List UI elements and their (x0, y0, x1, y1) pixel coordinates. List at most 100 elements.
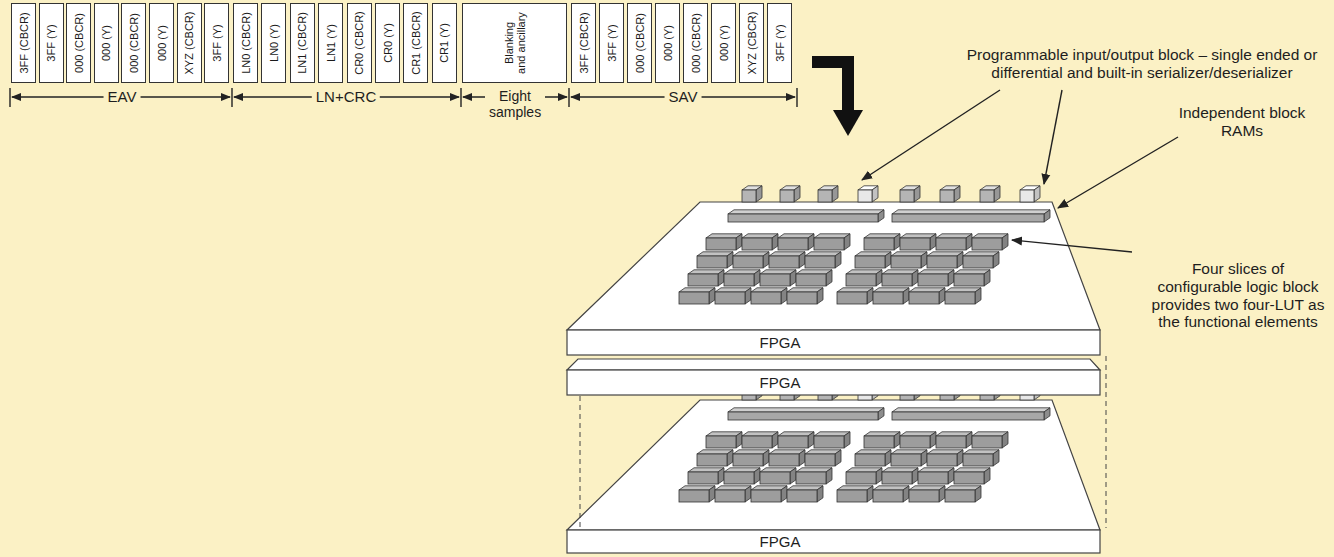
word-value: LN0 (Y) (268, 24, 280, 62)
block-front (814, 436, 844, 448)
block-front (963, 256, 993, 268)
word-cell: 000 (CBCR) (627, 3, 652, 83)
block-side (844, 432, 850, 448)
word-cell: LN1 (Y) (318, 3, 343, 83)
block-side (994, 186, 1000, 202)
block-front (760, 274, 790, 286)
word-value: XYZ (CBCR) (183, 12, 195, 75)
block-front (909, 490, 939, 502)
block-front (963, 454, 993, 466)
word-cell: 000 (Y) (94, 3, 119, 83)
span-brackets (10, 88, 797, 107)
fpga-front-face (567, 530, 1100, 553)
callout-text: Independent block RAMs (1172, 104, 1312, 140)
word-value: 3FF (Y) (211, 24, 223, 61)
word-value: 3FF (Y) (605, 24, 617, 61)
block-side (903, 288, 909, 304)
block-front (873, 292, 903, 304)
block-front (697, 454, 727, 466)
block-front (697, 256, 727, 268)
block-front (733, 454, 763, 466)
block-side (763, 252, 769, 268)
block-front (706, 436, 736, 448)
block-side (794, 186, 800, 202)
block-front (900, 190, 914, 202)
block-front (864, 436, 894, 448)
block-top (728, 408, 884, 412)
block-side (844, 234, 850, 250)
block-front (751, 292, 781, 304)
fpga-label: FPGA (760, 334, 801, 351)
block-side (885, 252, 891, 268)
fpga-layer (567, 384, 1100, 553)
block-side (872, 186, 878, 202)
block-side (948, 270, 954, 286)
block-front (891, 454, 921, 466)
block-side (727, 450, 733, 466)
block-front (814, 238, 844, 250)
block-side (835, 450, 841, 466)
block-front (918, 274, 948, 286)
block-front (940, 190, 954, 202)
word-cell: 000 (Y) (655, 3, 680, 83)
word-cell: CR0 (Y) (375, 3, 400, 83)
span-label: Eight samples (485, 88, 545, 120)
word-value: LN1 (Y) (325, 24, 337, 62)
block-front (805, 256, 835, 268)
block-side (975, 288, 981, 304)
block-side (966, 234, 972, 250)
word-cell: 3FF (CBCR) (571, 3, 596, 83)
block-front (846, 274, 876, 286)
word-value: 000 (Y) (717, 25, 729, 61)
block-side (727, 252, 733, 268)
word-cell: LN0 (CBCR) (233, 3, 258, 83)
word-cell: XYZ (CBCR) (177, 3, 202, 83)
word-cell: 000 (CBCR) (66, 3, 91, 83)
block-side (1044, 210, 1050, 222)
block-front (891, 256, 921, 268)
block-side (745, 288, 751, 304)
word-cell: 000 (Y) (711, 3, 736, 83)
block-side (878, 210, 884, 222)
block-front (945, 490, 975, 502)
block-side (772, 234, 778, 250)
block-front (724, 274, 754, 286)
block-side (921, 450, 927, 466)
block-front (728, 214, 878, 222)
block-front (882, 274, 912, 286)
word-value: 3FF (CBCR) (577, 12, 589, 73)
word-cell: 000 (CBCR) (683, 3, 708, 83)
block-side (736, 432, 742, 448)
word-cell: 3FF (Y) (39, 3, 64, 83)
block-side (894, 234, 900, 250)
block-front (882, 472, 912, 484)
block-side (867, 288, 873, 304)
leader-line (1044, 90, 1062, 184)
block-side (763, 450, 769, 466)
word-value: 000 (Y) (155, 25, 167, 61)
block-front (796, 274, 826, 286)
block-side (790, 270, 796, 286)
block-front (846, 472, 876, 484)
block-front (769, 454, 799, 466)
word-value: Blanking and ancillary (502, 12, 526, 74)
block-front (679, 490, 709, 502)
callout-text: Programmable input/output block – single… (962, 46, 1322, 82)
bracket-tick (9, 88, 10, 107)
fpga-label: FPGA (760, 374, 801, 391)
block-side (912, 468, 918, 484)
word-cell: CR1 (Y) (432, 3, 457, 83)
block-front (927, 256, 957, 268)
word-value: 000 (Y) (661, 25, 673, 61)
block-side (781, 288, 787, 304)
flow-arrow (812, 62, 848, 112)
word-cell: LN0 (Y) (261, 3, 286, 83)
block-front (742, 436, 772, 448)
block-front (728, 412, 878, 420)
block-side (912, 270, 918, 286)
block-front (837, 292, 867, 304)
block-side (878, 408, 884, 420)
block-side (835, 252, 841, 268)
block-side (966, 432, 972, 448)
word-value: 000 (CBCR) (633, 13, 645, 73)
